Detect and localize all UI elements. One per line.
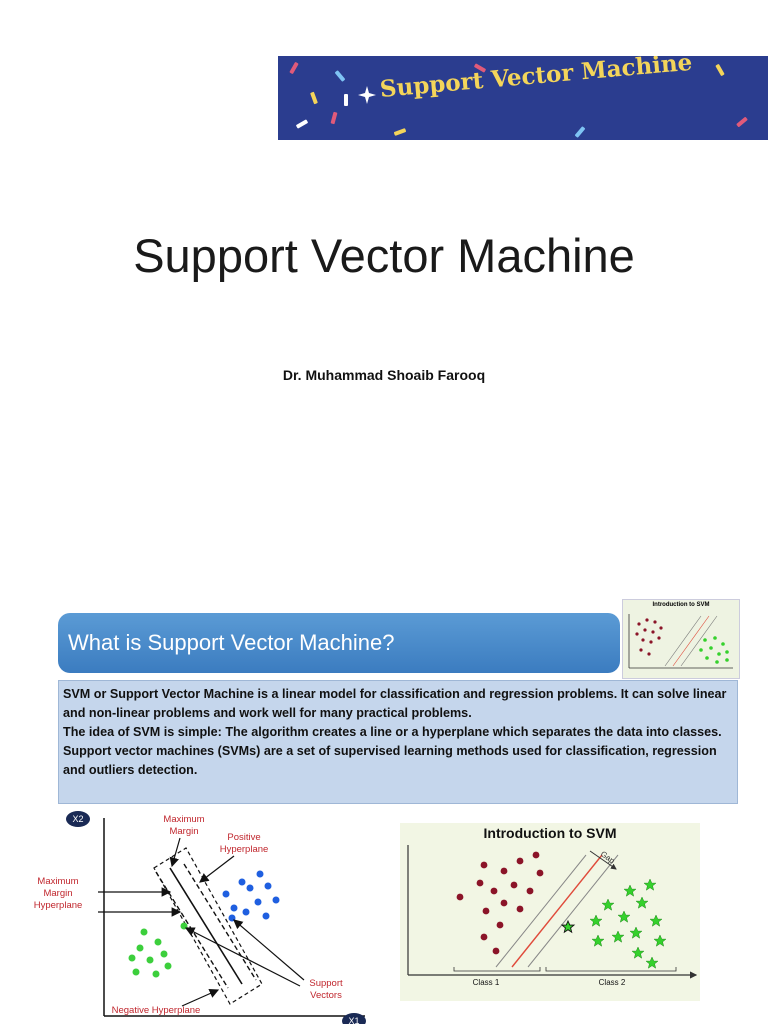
- confetti-shape: [295, 119, 309, 129]
- intro-svm-plot: Gap Class 1 Class 2: [407, 845, 698, 987]
- positive-hyperplane-line: [183, 863, 257, 981]
- banner-title: Support Vector Machine: [378, 56, 694, 103]
- confetti-shape: [310, 91, 318, 105]
- confetti-shape: [330, 111, 338, 125]
- negative-hyperplane-line: [155, 871, 229, 989]
- class1-bracket: [453, 967, 541, 972]
- margin-line: [495, 854, 587, 968]
- negative-class-points: [128, 922, 188, 978]
- paragraph-idea: The idea of SVM is simple: The algorithm…: [63, 725, 722, 739]
- x-axis-label: X1: [348, 1016, 359, 1024]
- confetti-shape: [289, 61, 299, 75]
- gap-arrow: [589, 850, 617, 870]
- thumbnail-plot: [628, 614, 733, 669]
- svm-thumbnail: Introduction to SVM: [622, 599, 740, 679]
- y-axis-badge: X2: [66, 811, 90, 827]
- margin-line: [527, 854, 619, 968]
- author-name: Dr. Muhammad Shoaib Farooq: [282, 367, 486, 383]
- section-heading: What is Support Vector Machine?: [58, 613, 620, 673]
- class1-points: [456, 851, 544, 955]
- thumbnail-title: Introduction to SVM: [652, 602, 710, 608]
- y-axis-label: X2: [72, 814, 83, 824]
- star-icon: [358, 86, 376, 104]
- separating-line: [511, 854, 603, 968]
- confetti-shape: [574, 126, 586, 138]
- confetti-shape: [393, 128, 407, 136]
- intro-svm-figure: Introduction to SVM Gap: [400, 823, 700, 1001]
- positive-class-points: [222, 870, 280, 922]
- confetti-shape: [334, 70, 346, 82]
- confetti-shape: [736, 116, 748, 128]
- class2-bracket: [545, 967, 677, 972]
- class2-points: [589, 878, 667, 969]
- paragraph-definition: SVM or Support Vector Machine is a linea…: [63, 687, 727, 720]
- intro-svm-title: Introduction to SVM: [483, 825, 617, 841]
- confetti-shape: [715, 63, 725, 77]
- confetti-shape: [344, 94, 348, 106]
- header-banner: Support Vector Machine: [278, 56, 768, 140]
- label-negative-hyperplane: Negative Hyperplane: [112, 1005, 201, 1016]
- description-box: SVM or Support Vector Machine is a linea…: [58, 680, 738, 804]
- class1-label: Class 1: [473, 978, 500, 987]
- x-axis-badge: X1: [342, 1013, 366, 1024]
- paragraph-svms: Support vector machines (SVMs) are a set…: [63, 744, 717, 777]
- slide-title: Support Vector Machine: [133, 229, 635, 282]
- maximum-margin-hyperplane-line: [169, 867, 243, 985]
- class2-label: Class 2: [599, 978, 626, 987]
- margin-box: [153, 847, 263, 1005]
